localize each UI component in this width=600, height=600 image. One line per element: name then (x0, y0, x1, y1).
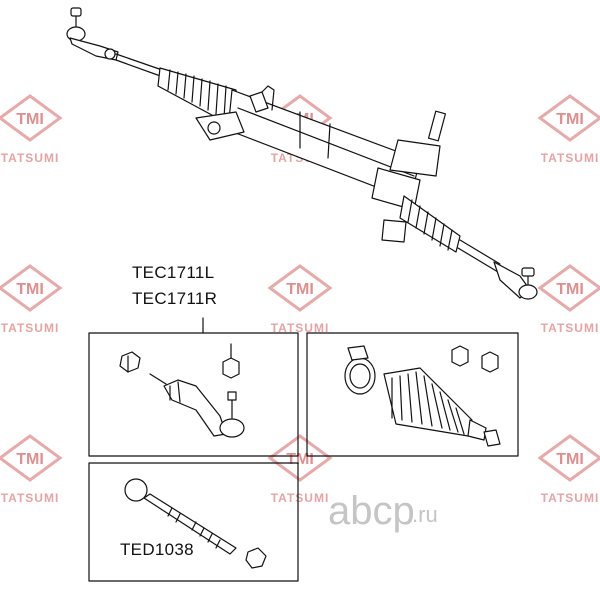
abcp-watermark: abcp .ru (328, 489, 438, 533)
right-tie-rod-end (493, 261, 538, 300)
flange-nut (222, 343, 240, 379)
pinion-valve (371, 110, 447, 243)
tmi-logo: TMI TATSUMI (0, 434, 63, 505)
svg-text:TATSUMI: TATSUMI (541, 321, 600, 335)
small-nut (451, 345, 469, 367)
svg-text:TATSUMI: TATSUMI (1, 491, 60, 505)
rack-boot-part (383, 367, 487, 441)
tmi-logo: TMI TATSUMI (267, 264, 333, 335)
svg-text:TATSUMI: TATSUMI (271, 491, 330, 505)
left-boot (157, 67, 237, 129)
svg-text:TMI: TMI (556, 281, 584, 298)
svg-text:TATSUMI: TATSUMI (541, 151, 600, 165)
part-number-ted1038: TED1038 (120, 540, 194, 559)
part-number-tec1711r: TEC1711R (132, 289, 218, 308)
svg-text:TMI: TMI (16, 451, 44, 468)
tie-rod-end-panel (88, 317, 299, 457)
tmi-logo: TMI TATSUMI (537, 94, 600, 165)
svg-text:TMI: TMI (16, 281, 44, 298)
right-boot (399, 195, 461, 253)
svg-text:TATSUMI: TATSUMI (1, 321, 60, 335)
tmi-logo: TMI TATSUMI (0, 94, 63, 165)
boot-clamp (344, 345, 376, 395)
tie-rod-end-part (163, 379, 245, 438)
left-tie-rod-end (66, 7, 119, 61)
svg-text:TMI: TMI (286, 281, 314, 298)
part-number-tec1711l: TEC1711L (132, 263, 215, 282)
tmi-logo: TMI TATSUMI (0, 264, 63, 335)
svg-text:TATSUMI: TATSUMI (1, 151, 60, 165)
rack-housing (195, 85, 421, 201)
tie-rod-panel (88, 462, 299, 582)
tie-rod-part (124, 478, 267, 569)
svg-text:TMI: TMI (556, 111, 584, 128)
castle-nut (119, 351, 141, 373)
small-clip (483, 429, 501, 447)
small-nut (481, 351, 499, 373)
svg-text:TMI: TMI (16, 111, 44, 128)
svg-text:.ru: .ru (412, 502, 438, 527)
svg-text:TMI: TMI (286, 451, 314, 468)
steering-rack-assembly (66, 7, 538, 300)
tmi-logo: TMI TATSUMI (537, 434, 600, 505)
boot-kit-panel (306, 332, 519, 457)
svg-text:TATSUMI: TATSUMI (271, 321, 330, 335)
svg-text:TMI: TMI (556, 451, 584, 468)
tmi-logo: TMI TATSUMI (537, 264, 600, 335)
tmi-logo: TMI TATSUMI (267, 434, 333, 505)
svg-text:TATSUMI: TATSUMI (541, 491, 600, 505)
svg-text:abcp: abcp (328, 489, 415, 533)
